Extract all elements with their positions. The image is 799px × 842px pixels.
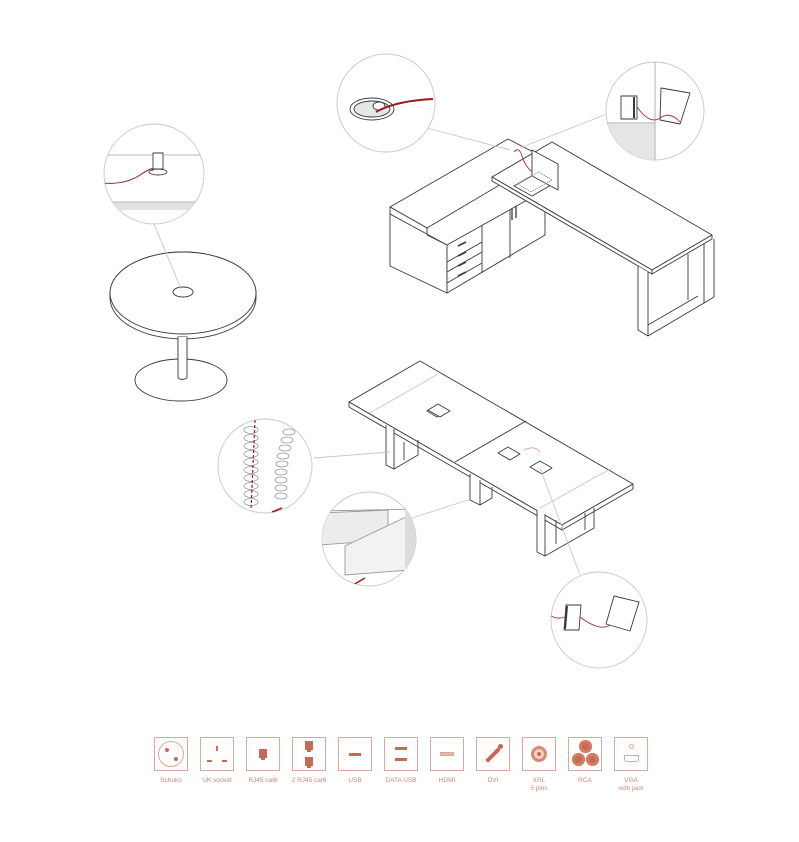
legend-item-dual-rj45: 2 RJ45 cat6 <box>286 737 332 785</box>
legend-item-data-usb: DATA USB <box>378 737 424 785</box>
desk-tablet-magnifier <box>605 61 705 161</box>
executive-desk <box>389 138 715 337</box>
legend-label: USB <box>348 777 362 784</box>
legend-item-rca: RCA <box>562 737 608 785</box>
legend-item-dvi: DVI <box>470 737 516 785</box>
legend-label: DATA USB <box>385 777 417 784</box>
schuko-socket-icon <box>154 737 188 771</box>
rj45-icon <box>246 737 280 771</box>
conference-table <box>348 360 634 557</box>
usb-icon <box>338 737 372 771</box>
legend-label: RJ45 cat6 <box>248 777 278 784</box>
legend-label: Schuko <box>160 777 182 784</box>
connector-legend: Schuko UK socket RJ45 cat6 2 RJ45 cat6 <box>148 737 668 807</box>
data-usb-icon <box>384 737 418 771</box>
legend-label: 2 RJ45 cat6 <box>291 777 327 784</box>
vga-icon <box>614 737 648 771</box>
legend-item-vga: VGA with jack <box>608 737 654 793</box>
xlr-icon <box>522 737 556 771</box>
hdmi-icon <box>430 737 464 771</box>
legend-label: RCA <box>578 777 592 784</box>
leg-channel-magnifier <box>321 491 417 587</box>
dvi-icon <box>476 737 510 771</box>
legend-label: XRL 5 pins <box>530 777 548 792</box>
legend-item-xlr: XRL 5 pins <box>516 737 562 793</box>
conference-tablet-magnifier <box>550 571 648 669</box>
legend-label: UK socket <box>202 777 232 784</box>
round-table-detail-magnifier <box>103 123 205 225</box>
legend-label: VGA with jack <box>618 777 644 792</box>
uk-socket-icon <box>200 737 234 771</box>
legend-item-usb: USB <box>332 737 378 785</box>
legend-item-rj45: RJ45 cat6 <box>240 737 286 785</box>
cable-spine-magnifier <box>217 418 313 514</box>
dual-rj45-icon <box>292 737 326 771</box>
legend-item-uk-socket: UK socket <box>194 737 240 785</box>
rca-icon <box>568 737 602 771</box>
legend-item-schuko: Schuko <box>148 737 194 785</box>
legend-label: HDMI <box>438 777 456 784</box>
legend-label: DVI <box>487 777 499 784</box>
legend-item-hdmi: HDMI <box>424 737 470 785</box>
desk-grommet-magnifier <box>336 53 436 153</box>
round-table <box>109 251 257 402</box>
